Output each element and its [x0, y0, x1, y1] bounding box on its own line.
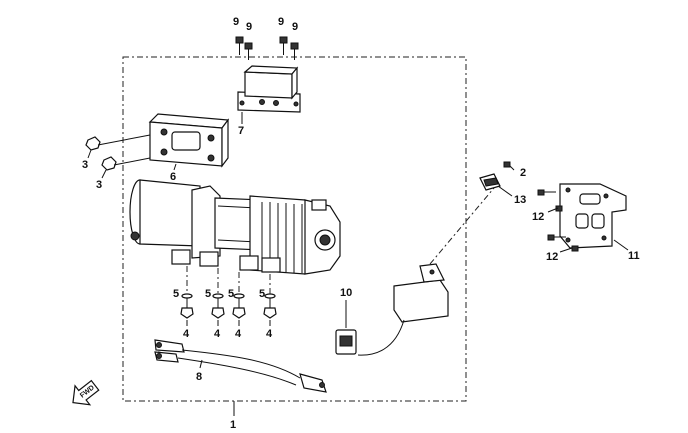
contactor-box-7: [237, 65, 301, 113]
power-cable-8: [154, 339, 327, 393]
callout-5d: 5: [259, 288, 265, 300]
bolt-set-3: [85, 134, 151, 171]
bolt-2: [503, 161, 511, 168]
callout-1: 1: [230, 419, 236, 431]
control-box-10: [335, 263, 449, 356]
callout-3a: 3: [82, 159, 88, 171]
callout-4b: 4: [214, 328, 221, 340]
callout-10: 10: [340, 287, 352, 299]
bolt-set-9: [235, 36, 299, 60]
callout-8: 8: [196, 371, 202, 383]
mounting-plate-11: [559, 183, 627, 249]
clip-13: [479, 173, 501, 191]
callout-9c: 9: [278, 16, 284, 28]
bolt-set-12: [537, 189, 579, 252]
callout-4a: 4: [183, 328, 190, 340]
bolts-4: [180, 266, 277, 319]
callout-13: 13: [514, 194, 526, 206]
callout-2: 2: [520, 167, 526, 179]
callout-12b: 12: [546, 251, 558, 263]
callout-12a: 12: [532, 211, 544, 223]
callout-9b: 9: [246, 21, 252, 33]
winch-assembly: [129, 179, 341, 275]
callout-9a: 9: [233, 16, 239, 28]
mounting-bracket-6: [148, 113, 230, 168]
callout-6: 6: [170, 171, 176, 183]
callout-11: 11: [628, 250, 640, 262]
connection-line: [429, 187, 495, 265]
callout-3b: 3: [96, 179, 102, 191]
callout-5a: 5: [173, 288, 179, 300]
callout-4d: 4: [266, 328, 273, 340]
callout-7: 7: [238, 125, 244, 137]
callout-9d: 9: [292, 21, 298, 33]
callout-4c: 4: [235, 328, 242, 340]
forward-arrow-icon: FWD: [72, 379, 100, 406]
callout-5c: 5: [228, 288, 234, 300]
callout-5b: 5: [205, 288, 211, 300]
